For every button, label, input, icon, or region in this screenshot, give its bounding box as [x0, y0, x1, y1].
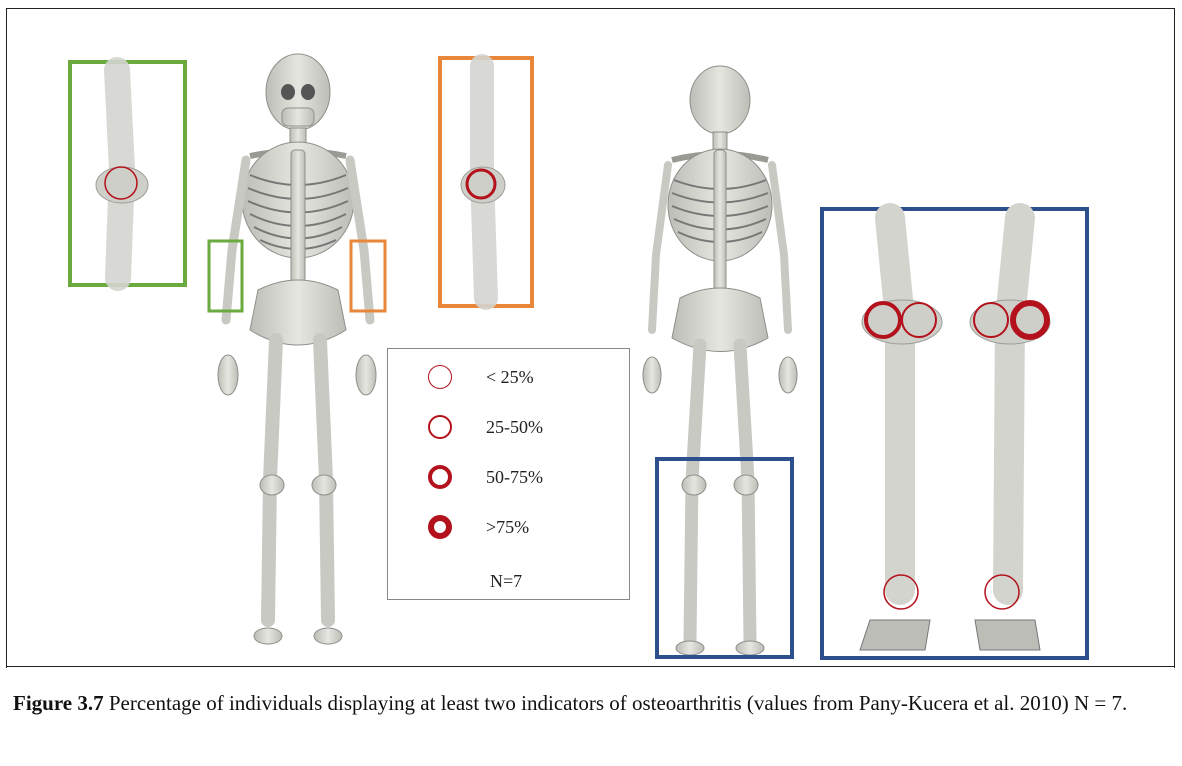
left-elbow-inset: [70, 62, 185, 285]
legend-item: 50-75%: [388, 462, 631, 492]
legend-item: < 25%: [388, 362, 631, 392]
ring-icon: [428, 415, 452, 439]
knee-ankle-inset: [822, 209, 1087, 658]
lower-leg-marker: [657, 459, 792, 657]
ring-icon: [428, 465, 452, 489]
legend-item: >75%: [388, 512, 631, 542]
ring-icon: [428, 515, 452, 539]
sample-size-label: N=7: [490, 571, 522, 592]
figure-caption: Figure 3.7 Percentage of individuals dis…: [13, 688, 1163, 718]
legend-label: 50-75%: [486, 467, 543, 488]
right-elbow-inset: [440, 58, 532, 306]
back-skeleton: [643, 66, 797, 655]
figure-label: Figure 3.7: [13, 691, 104, 715]
legend-item: 25-50%: [388, 412, 631, 442]
front-skeleton: [218, 54, 376, 644]
caption-text: Percentage of individuals displaying at …: [104, 691, 1128, 715]
ring-icon: [428, 365, 452, 389]
legend-label: >75%: [486, 517, 529, 538]
legend: < 25% 25-50% 50-75% >75% N=7: [387, 348, 630, 600]
legend-label: < 25%: [486, 367, 534, 388]
legend-label: 25-50%: [486, 417, 543, 438]
